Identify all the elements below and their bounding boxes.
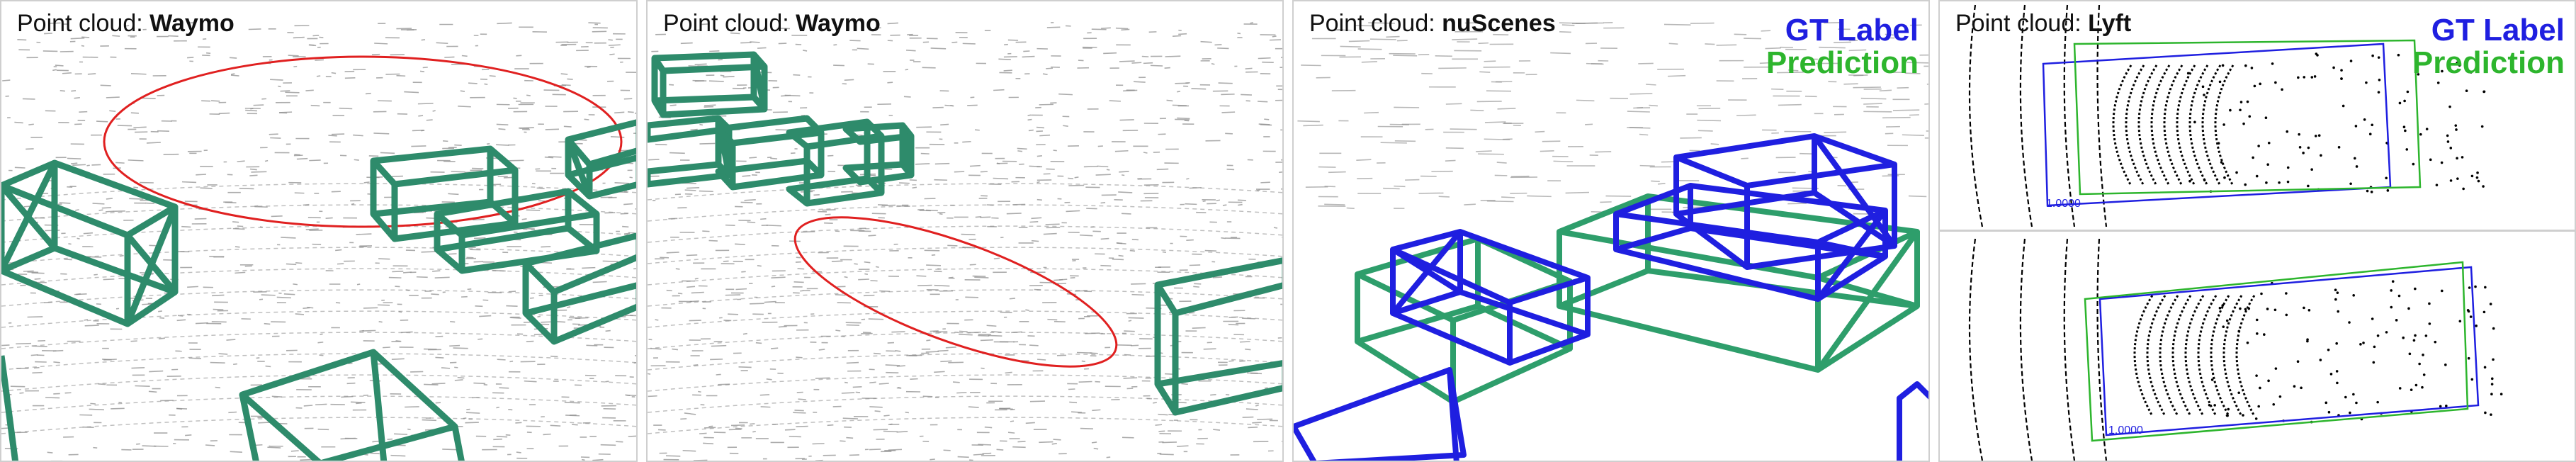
legend: GT Label Prediction [1766,13,1919,81]
legend-prediction: Prediction [1766,45,1919,81]
gt-box-bottom [2098,266,2480,436]
gt-label-boxes [1294,133,1928,461]
lidar-points [1968,4,2503,461]
point-cloud-view-1 [1,22,636,461]
gt-box-top [2042,43,2392,207]
panel-nuscenes: Point cloud: nuScenes GT Label Predictio… [1292,0,1930,462]
legend-gt-label: GT Label [1785,13,1919,47]
point-cloud-view-3 [1294,21,1928,461]
panel-caption: Point cloud: Lyft [1955,10,2132,37]
waymo-boxes [1,119,636,461]
highlight-ellipse [103,55,623,228]
pred-box-top [2073,39,2422,196]
pred-box-bottom [2084,261,2469,442]
lyft-top-view [2042,39,2480,442]
lidar-points [1,22,636,461]
view-divider [1940,230,2575,232]
legend-gt-label: GT Label [2431,13,2565,47]
waymo-boxes [648,51,1282,416]
panel-caption: Point cloud: Waymo [17,10,235,37]
panel-caption: Point cloud: nuScenes [1309,10,1556,37]
score-label: 1.0000 [2108,424,2143,436]
highlight-ellipse [793,216,1118,368]
point-cloud-view-2 [648,21,1282,461]
panel-caption: Point cloud: Waymo [663,10,881,37]
legend-prediction: Prediction [2412,45,2565,81]
legend: GT Label Prediction [2412,13,2565,81]
score-label: 1.0000 [2046,198,2081,210]
panel-waymo-2: Point cloud: Waymo [646,0,1284,462]
panel-lyft: 1.0000 1.0000 Point cloud: Lyft GT Label… [1938,0,2576,462]
point-cloud-view-4: 1.0000 1.0000 [1968,4,2503,461]
panel-waymo-1: Point cloud: Waymo [0,0,638,462]
